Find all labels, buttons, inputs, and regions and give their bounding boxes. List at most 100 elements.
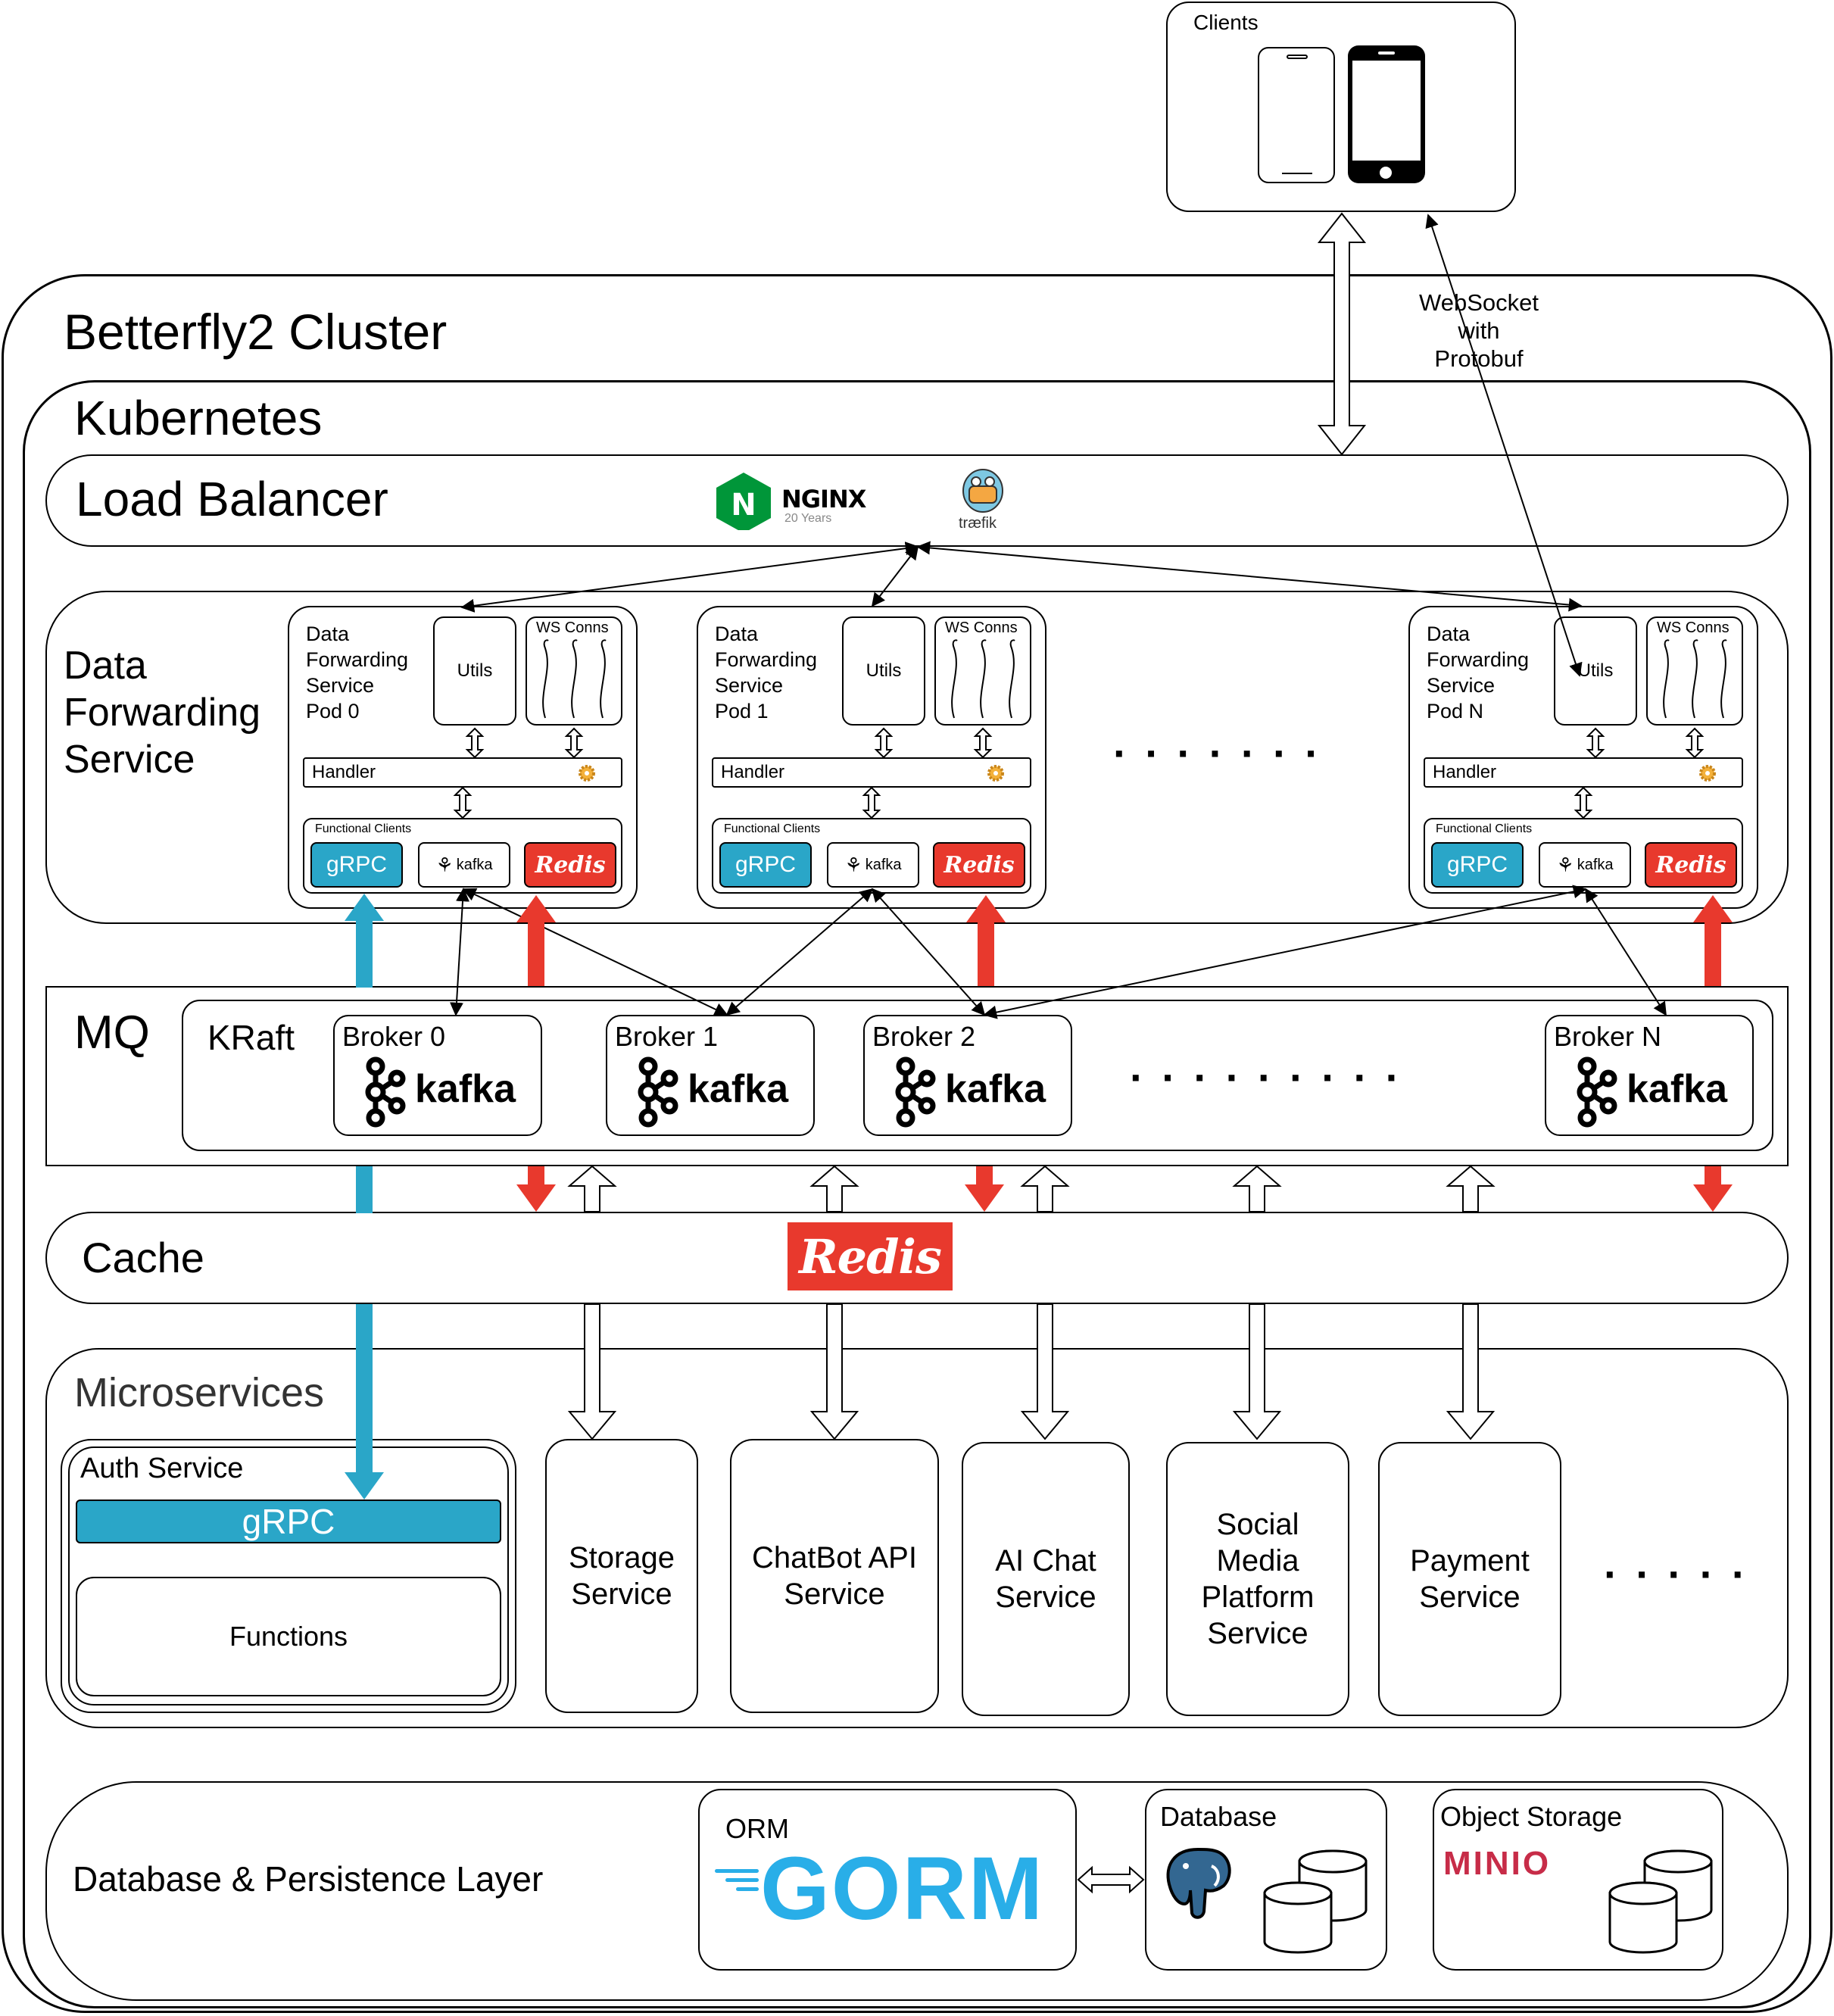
pod-1-label-line2: Forwarding [715,648,818,671]
broker-0-label: Broker 0 [342,1021,446,1052]
object-storage-cylinder-icon [1605,1845,1719,1958]
pod-0-ws-conns: WS Conns [526,616,622,726]
pod-2-grpc-client: gRPC [1431,842,1524,888]
pod-1-functional-clients-label: Functional Clients [724,822,821,835]
mq-title: MQ [74,1006,150,1059]
service-4-label-line2: Service [1419,1581,1521,1614]
kraft-label: KRaft [207,1018,295,1057]
pod-1-handler-label: Handler [721,762,785,782]
pod-1-label-line4: Pod 1 [715,700,769,722]
pod-1-utils: Utils [842,616,925,726]
broker-0-kafka-label: kafka [415,1067,516,1111]
pod-0-kafka-client: ⚘ kafka [418,842,510,888]
broker-2-label: Broker 2 [872,1021,976,1052]
pod-1-label-line3: Service [715,674,784,697]
service-1-label-line2: Service [784,1578,885,1611]
nginx-sub: 20 Years [784,512,832,525]
broker-0: Broker 0 kafka [333,1015,542,1136]
pod-1-ws-conns: WS Conns [934,616,1031,726]
kafka-logo-icon [1572,1056,1619,1128]
pod-0-utils-label: Utils [457,660,493,681]
pod-1-ws-conns-label: WS Conns [945,619,1018,636]
microservices-ellipsis: · · · · · [1604,1550,1749,1598]
pod-2-label-line3: Service [1427,674,1496,697]
pod-1-grpc-label: gRPC [735,852,797,877]
orm-label: ORM [725,1813,789,1844]
pod-2-label-line4: Pod N [1427,700,1484,722]
pod-2-grpc-label: gRPC [1446,852,1508,877]
broker-3: Broker N kafka [1545,1015,1754,1136]
minio-logo-icon: MINIO [1443,1845,1551,1883]
svg-text:N: N [731,488,756,523]
pod-2-ws-conns: WS Conns [1646,616,1743,726]
pod-0-redis-label: Redis [535,851,606,878]
pod-2-handler: Handler [1424,757,1743,788]
auth-functions-label: Functions [229,1621,348,1652]
pod-1-kafka-label: kafka [865,856,902,873]
kafka-logo-icon: ⚘ [844,853,862,876]
cache-redis-label: Redis [799,1228,942,1284]
clients-label: Clients [1193,11,1259,34]
pod-1-label: Data Forwarding Service Pod 1 [715,621,817,724]
pod-2-redis-client: Redis [1645,842,1737,888]
service-3-label-line3: Platform [1201,1581,1315,1614]
settings-gear-icon [1698,763,1717,783]
pod-0-grpc-label: gRPC [326,852,388,877]
dfs-title-line2: Forwarding [64,691,261,735]
pod-2-functional-clients-label: Functional Clients [1436,822,1533,835]
kafka-logo-icon [633,1056,680,1128]
websocket-label-line1: WebSocket [1419,289,1539,316]
orm-box [698,1789,1077,1971]
traefik-label: træfik [959,515,997,532]
dfs-title: Data Forwarding Service [64,642,260,783]
kafka-logo-icon [360,1056,407,1128]
postgresql-elephant-icon [1159,1843,1237,1922]
websocket-label: WebSocket with Protobuf [1408,288,1549,373]
minio-label: MINIO [1443,1845,1552,1882]
database-cylinder-icon [1260,1845,1374,1958]
broker-3-label: Broker N [1554,1021,1662,1052]
gorm-label: GORM [760,1839,1045,1939]
auth-service-title: Auth Service [80,1453,244,1484]
traefik-gopher-icon: træfik [956,463,1010,536]
nginx-logo-icon: N NGINX 20 Years [712,470,866,530]
pod-2-label: Data Forwarding Service Pod N [1427,621,1529,724]
pod-0-label-line1: Data [306,623,350,645]
dfs-title-line3: Service [64,738,195,782]
pod-0-redis-client: Redis [524,842,616,888]
pod-1-label-line1: Data [715,623,759,645]
object-storage-label: Object Storage [1440,1801,1623,1832]
pod-2-utils-label: Utils [1577,660,1614,681]
service-2-label-line2: Service [995,1581,1096,1614]
pod-2-ws-conns-label: WS Conns [1657,619,1730,636]
microservices-title: Microservices [74,1370,325,1415]
broker-2: Broker 2 kafka [863,1015,1072,1136]
pod-2-kafka-client: ⚘ kafka [1539,842,1631,888]
pod-1-redis-client: Redis [933,842,1025,888]
broker-3-kafka-label: kafka [1627,1067,1727,1111]
broker-1-label: Broker 1 [615,1021,719,1052]
service-3-label-line2: Media [1216,1544,1299,1578]
database-label: Database [1160,1801,1277,1832]
service-0-label-line2: Service [571,1578,672,1611]
service-3-label-line4: Service [1207,1617,1308,1650]
pod-2-label-line2: Forwarding [1427,648,1530,671]
pod-1-kafka-client: ⚘ kafka [827,842,919,888]
pod-0-label-line2: Forwarding [306,648,409,671]
phone-outline-icon [1258,47,1335,183]
websocket-label-line2: with [1458,317,1500,344]
pod-1-redis-label: Redis [944,851,1015,878]
kafka-logo-icon [890,1056,937,1128]
settings-gear-icon [986,763,1006,783]
settings-gear-icon [577,763,597,783]
load-balancer-title: Load Balancer [76,472,388,526]
redis-logo-icon: Redis [788,1222,953,1290]
pod-0-label-line3: Service [306,674,375,697]
clients-box [1166,2,1516,212]
dfs-ellipsis: · · · · · · · [1113,729,1322,777]
pod-1-handler: Handler [712,757,1031,788]
broker-1: Broker 1 kafka [606,1015,815,1136]
